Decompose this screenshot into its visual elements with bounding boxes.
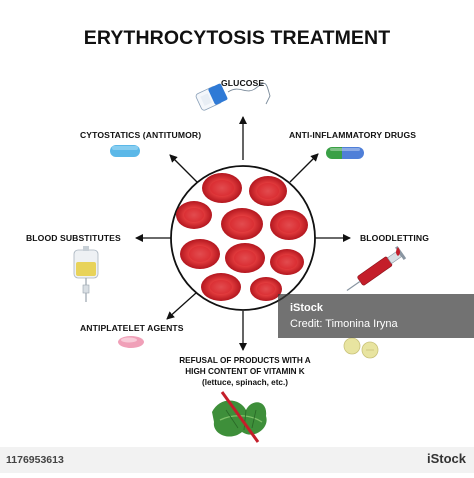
label-vitamin-k: REFUSAL OF PRODUCTS WITH A HIGH CONTENT …	[120, 355, 370, 388]
watermark-credit: Credit: Timonina Iryna	[290, 318, 398, 330]
watermark-band	[278, 294, 474, 338]
label-bloodletting: BLOODLETTING	[360, 233, 429, 243]
label-anti-inflammatory: ANTI-INFLAMMATORY DRUGS	[289, 130, 417, 140]
vitamin-k-line-1: REFUSAL OF PRODUCTS WITH A	[179, 356, 311, 365]
red-blood-cell-icon	[176, 201, 212, 229]
arrow-to-cytostatics	[169, 154, 198, 183]
capsule-icon	[326, 147, 364, 159]
page-title: ERYTHROCYTOSIS TREATMENT	[83, 27, 391, 49]
red-blood-cell-icon	[201, 273, 241, 301]
arrow-to-anti-inflammatory	[289, 153, 319, 183]
pink-pill-icon	[118, 336, 144, 348]
watermark-logo: iStock	[290, 302, 324, 314]
vitamin-k-line-2: HIGH CONTENT OF VITAMIN K	[185, 367, 305, 376]
syringe-icon	[346, 245, 407, 292]
arrows	[135, 116, 351, 351]
image-id: 1176953613	[6, 454, 64, 466]
blood-circle	[170, 165, 316, 311]
red-blood-cell-icon	[221, 208, 263, 240]
label-glucose: GLUCOSE	[221, 78, 265, 88]
blue-pill-icon	[110, 145, 140, 157]
red-blood-cell-icon	[270, 249, 304, 275]
arrow-to-antiplatelet	[166, 292, 197, 320]
label-antiplatelet: ANTIPLATELET AGENTS	[80, 323, 184, 333]
red-blood-cell-icon	[202, 173, 242, 203]
red-blood-cell-icon	[249, 176, 287, 206]
footer-bar	[0, 447, 474, 473]
iv-bag-icon	[73, 246, 99, 302]
spinach-icon	[212, 391, 267, 443]
red-blood-cells	[176, 173, 308, 301]
red-blood-cell-icon	[270, 210, 308, 240]
label-cytostatics: CYTOSTATICS (ANTITUMOR)	[80, 130, 202, 140]
label-blood-substitutes: BLOOD SUBSTITUTES	[26, 233, 121, 243]
red-blood-cell-icon	[180, 239, 220, 269]
prohibited-line	[220, 391, 260, 443]
glucose-iv-icon	[195, 82, 271, 111]
yellow-tablets-icon	[343, 337, 379, 359]
red-blood-cell-icon	[250, 277, 282, 301]
red-blood-cell-icon	[225, 243, 265, 273]
vitamin-k-line-3: (lettuce, spinach, etc.)	[202, 378, 288, 387]
footer-logo: iStock	[426, 451, 466, 466]
